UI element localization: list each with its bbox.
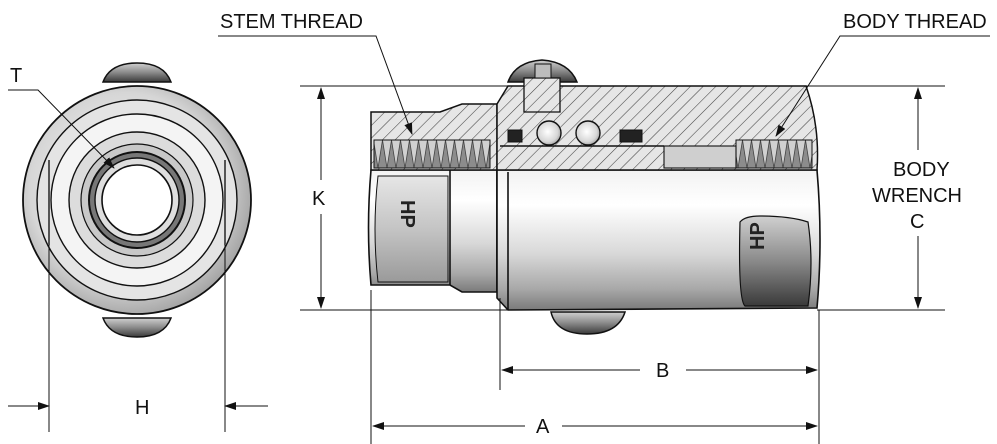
side-view: HP HP: [367, 59, 821, 335]
end-view-bore: [101, 164, 173, 236]
label-h: H: [135, 397, 149, 419]
stem-threads: [373, 139, 491, 169]
label-body-thread: BODY THREAD: [843, 11, 987, 33]
label-b: B: [656, 360, 669, 382]
label-k: K: [312, 188, 326, 210]
end-view-top-cap: [101, 62, 173, 83]
label-body-wrench-3: C: [910, 211, 924, 233]
seal-right: [619, 129, 643, 143]
end-view: [22, 62, 252, 338]
locking-ball-right: [575, 120, 601, 146]
seal-left: [507, 129, 523, 143]
label-body-wrench-2: WRENCH: [872, 185, 962, 207]
body-hp-mark: HP: [747, 222, 769, 250]
label-a: A: [536, 416, 550, 438]
label-stem-thread: STEM THREAD: [220, 11, 363, 33]
end-view-bottom-cap: [101, 317, 173, 338]
label-t: T: [10, 65, 22, 87]
locking-ball-left: [536, 120, 562, 146]
body-bottom-cap: [550, 311, 627, 335]
body-shell: [496, 169, 821, 311]
stem-hp-mark: HP: [396, 200, 418, 228]
body-threads: [735, 139, 813, 169]
label-body-wrench-1: BODY: [893, 159, 950, 181]
